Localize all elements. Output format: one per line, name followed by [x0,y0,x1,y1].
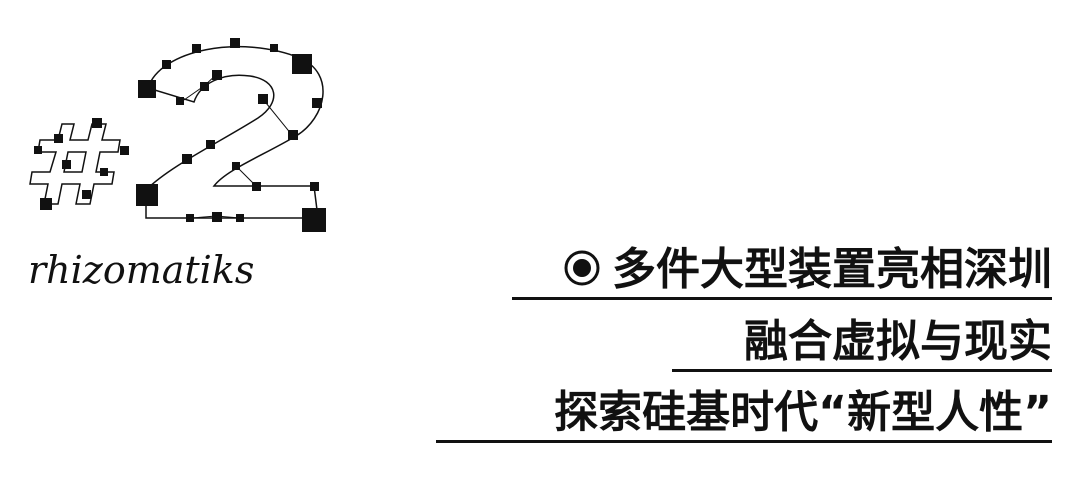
underline-3 [436,440,1052,443]
hash-icon [29,123,121,205]
underline-2 [672,369,1052,372]
wordmark: rhizomatiks [28,248,255,292]
numeral-two-icon [145,46,324,219]
headline-line-2: 融合虚拟与现实 [744,316,1052,367]
underline-1 [512,297,1052,300]
headline-line-3: 探索硅基时代“新型人性” [554,387,1052,438]
headline-line-1-text: 多件大型装置亮相深圳 [612,244,1052,295]
node-squares [34,38,326,232]
rhizomatiks-logo-mark [29,38,326,232]
headline-line-1: 多件大型装置亮相深圳 [562,243,1052,297]
radio-bullet-icon [564,250,600,286]
